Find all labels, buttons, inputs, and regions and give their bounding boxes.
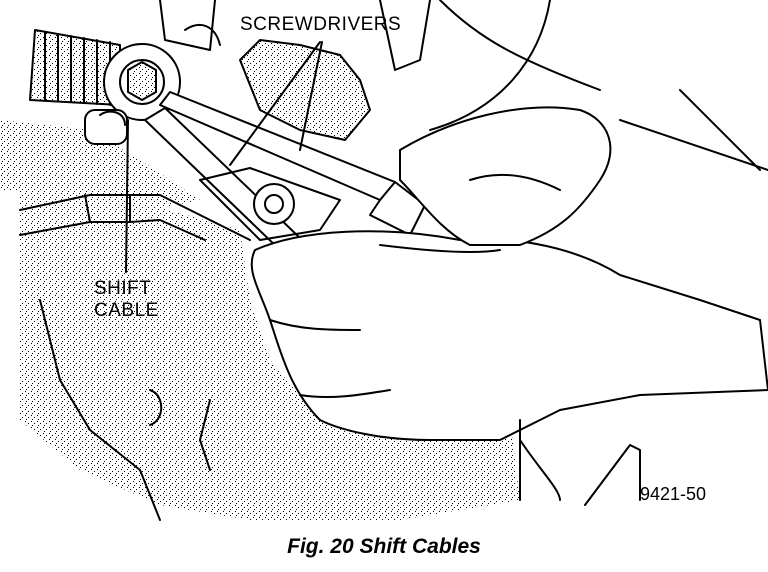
gloved-hand (250, 230, 768, 441)
leader-screwdrivers-2 (299, 41, 323, 151)
upper-hand (399, 106, 612, 246)
upper-engine-area (0, 120, 200, 210)
shift-cable-label-line2: CABLE (94, 300, 159, 321)
screwdrivers-label: SCREWDRIVERS (240, 14, 402, 35)
figure-number: 9421-50 (640, 484, 707, 504)
shift-cable (19, 194, 251, 241)
shift-cable-label-line1: SHIFT (94, 278, 152, 299)
leader-screwdrivers-1 (229, 41, 321, 166)
figure-caption: Fig. 20 Shift Cables (287, 535, 481, 558)
shift-cable-label: SHIFT CABLE (94, 278, 159, 322)
leader-shift-cable (125, 119, 129, 273)
